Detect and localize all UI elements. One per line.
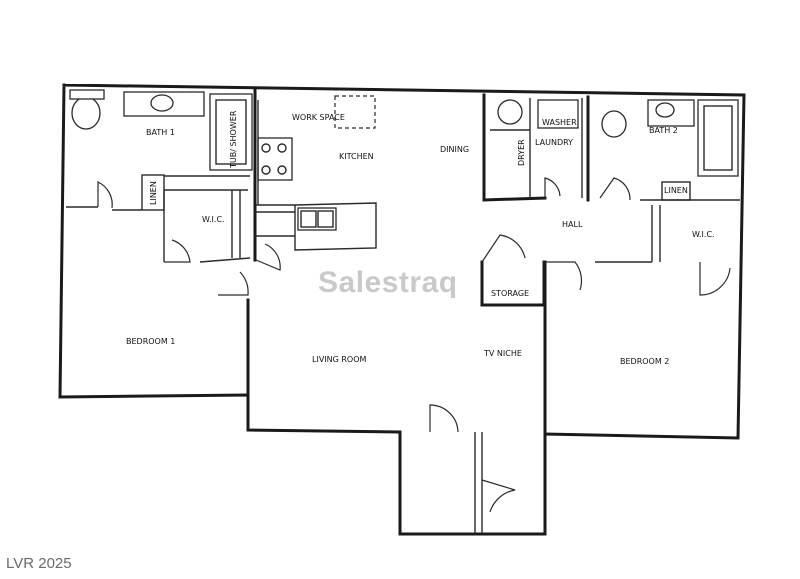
label-dryer: DRYER	[517, 139, 526, 166]
dryer	[497, 99, 523, 125]
label-work-space: WORK SPACE	[292, 113, 345, 122]
label-linen-2: LINEN	[664, 186, 688, 195]
label-dining: DINING	[440, 145, 469, 154]
label-tv-niche: TV NICHE	[483, 349, 522, 358]
doors	[97, 177, 731, 513]
washer	[537, 99, 579, 129]
exterior-walls	[58, 83, 746, 536]
watermark: Salestraq	[318, 266, 458, 299]
interior-walls	[66, 88, 740, 534]
fixtures	[69, 89, 739, 231]
label-bedroom2: BEDROOM 2	[620, 357, 669, 366]
tub-1	[209, 93, 253, 171]
label-living-room: LIVING ROOM	[312, 355, 367, 364]
room-labels: BATH 1 TUB/ SHOWER WORK SPACE KITCHEN DI…	[126, 110, 715, 366]
kitchen-sink	[297, 207, 337, 231]
label-bath2: BATH 2	[649, 126, 678, 135]
stove	[257, 137, 293, 181]
label-storage: STORAGE	[491, 289, 529, 298]
toilet-1	[71, 96, 101, 130]
label-bedroom1: BEDROOM 1	[126, 337, 175, 346]
copyright-text: LVR 2025	[6, 555, 72, 572]
label-laundry: LAUNDRY	[535, 138, 573, 147]
label-bath1: BATH 1	[146, 128, 175, 137]
label-kitchen: KITCHEN	[339, 152, 374, 161]
label-hall: HALL	[562, 220, 583, 229]
label-tub-shower: TUB/ SHOWER	[229, 110, 238, 169]
label-wic-1: W.I.C.	[202, 215, 225, 224]
toilet-2	[601, 110, 627, 138]
label-wic-2: W.I.C.	[692, 230, 715, 239]
label-washer: WASHER	[542, 118, 577, 127]
label-linen-1: LINEN	[149, 181, 158, 205]
